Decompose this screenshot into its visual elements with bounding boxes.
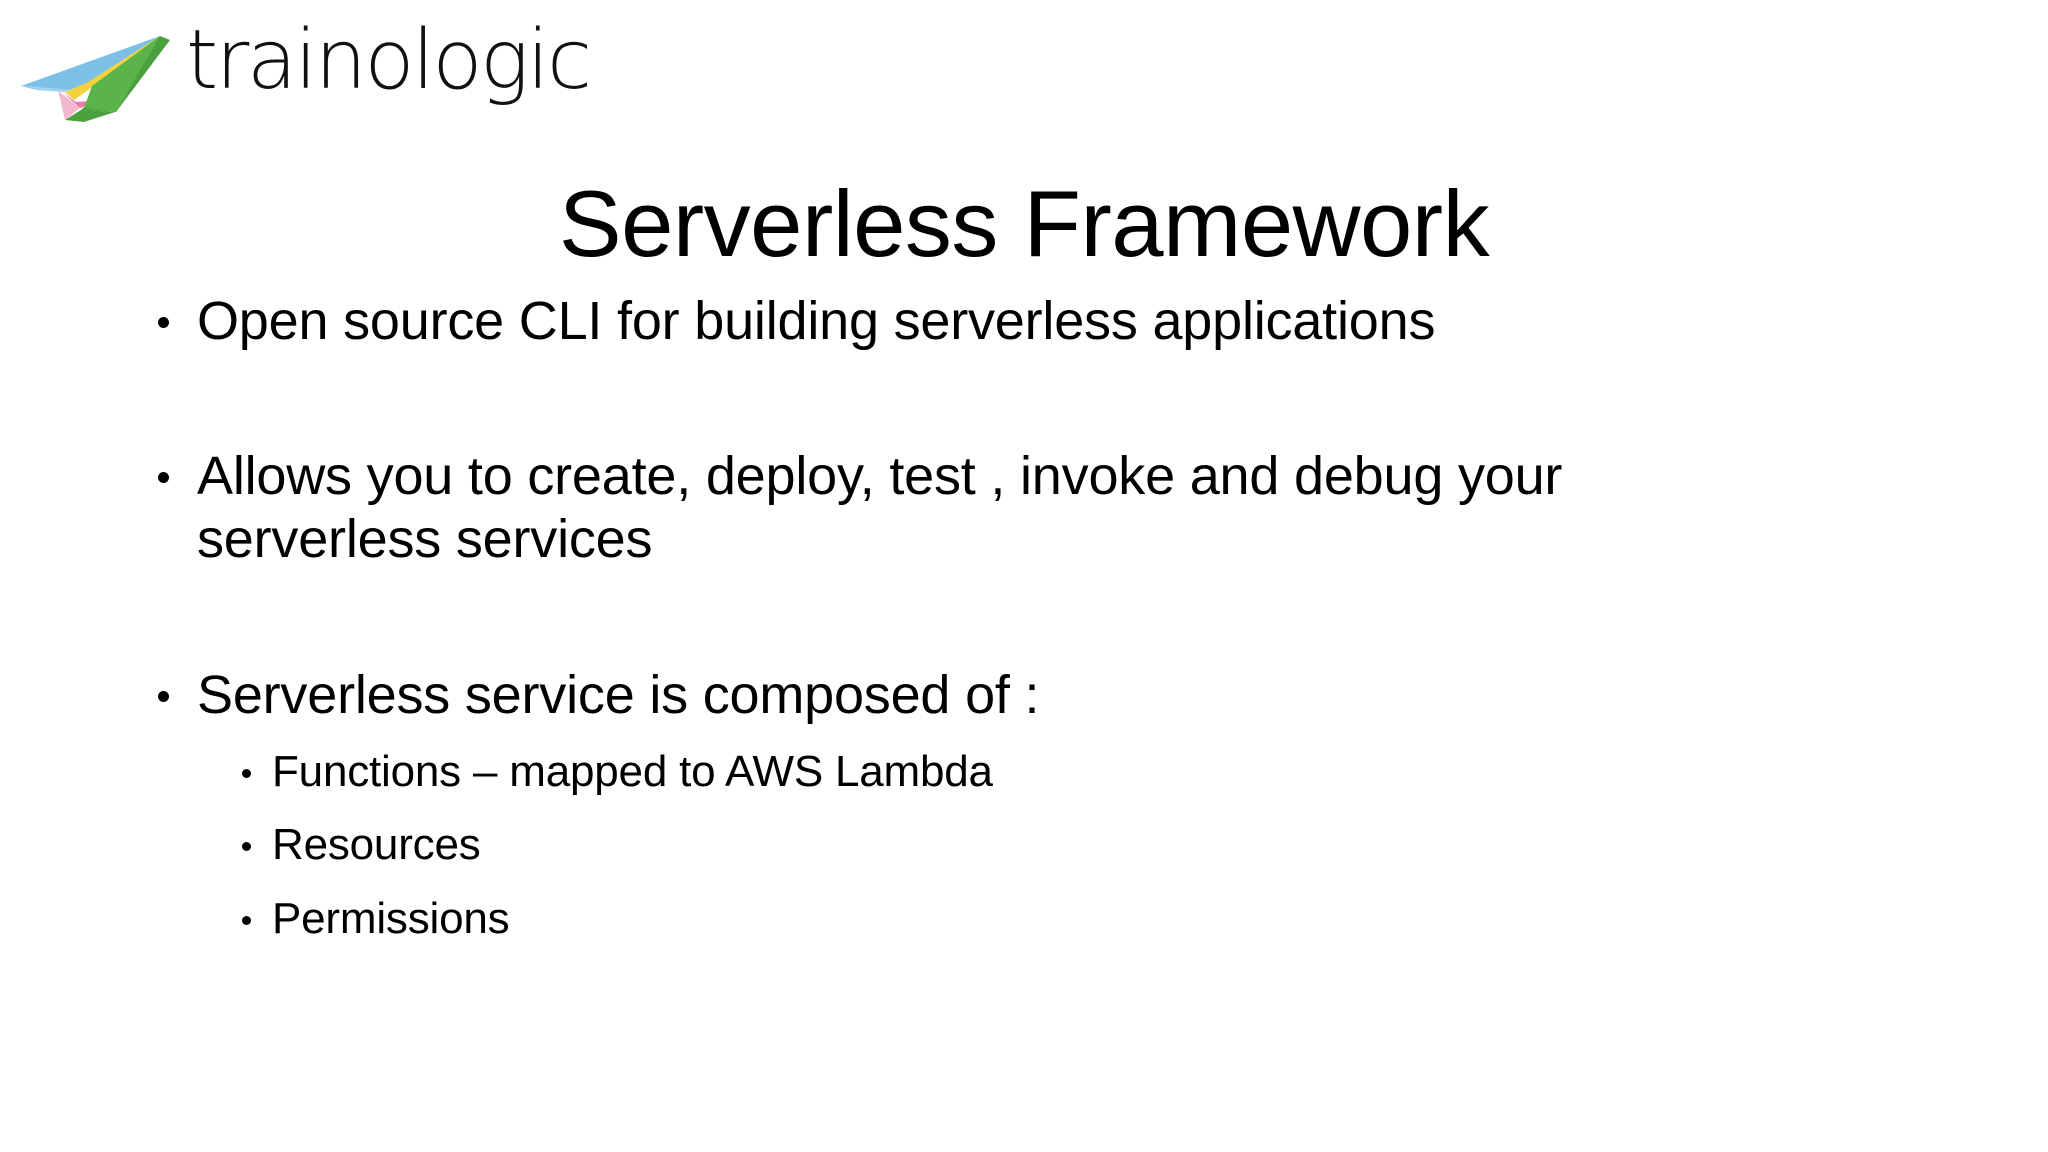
bullet-dot-icon xyxy=(242,768,251,778)
bullet-text: Open source CLI for building serverless … xyxy=(197,291,1436,351)
bullet-item-level2: Permissions xyxy=(238,894,1950,945)
trainologic-logo: trainologic xyxy=(18,20,592,131)
logo-wordmark: trainologic xyxy=(186,13,592,108)
bullet-item-level2: Resources xyxy=(238,820,1950,871)
sub-bullet-list: Functions – mapped to AWS Lambda Resourc… xyxy=(150,747,1950,945)
bullet-item-level2: Functions – mapped to AWS Lambda xyxy=(238,747,1950,798)
bullet-item-level1: Allows you to create, deploy, test , inv… xyxy=(150,445,1950,571)
bullet-text: Serverless service is composed of : xyxy=(197,664,1040,725)
bullet-dot-icon xyxy=(158,690,169,702)
slide-title: Serverless Framework xyxy=(558,170,1490,276)
bullet-dot-icon xyxy=(242,842,251,852)
bullet-item-level1: Serverless service is composed of : xyxy=(150,664,1950,727)
sub-bullet-text: Permissions xyxy=(272,893,510,943)
bullet-dot-icon xyxy=(242,915,251,925)
bullet-block-1: Open source CLI for building serverless … xyxy=(150,290,1950,353)
paper-plane-icon xyxy=(21,36,170,122)
bullet-text: Allows you to create, deploy, test , inv… xyxy=(197,446,1563,570)
sub-bullet-text: Resources xyxy=(272,820,481,870)
bullet-list: Open source CLI for building serverless … xyxy=(150,290,1950,944)
bullet-dot-icon xyxy=(158,472,169,484)
bullet-block-3: Serverless service is composed of : Func… xyxy=(150,664,1950,945)
bullet-dot-icon xyxy=(158,317,169,328)
sub-bullet-text: Functions – mapped to AWS Lambda xyxy=(272,746,993,796)
bullet-item-level1: Open source CLI for building serverless … xyxy=(150,290,1950,353)
bullet-block-2: Allows you to create, deploy, test , inv… xyxy=(150,445,1950,571)
